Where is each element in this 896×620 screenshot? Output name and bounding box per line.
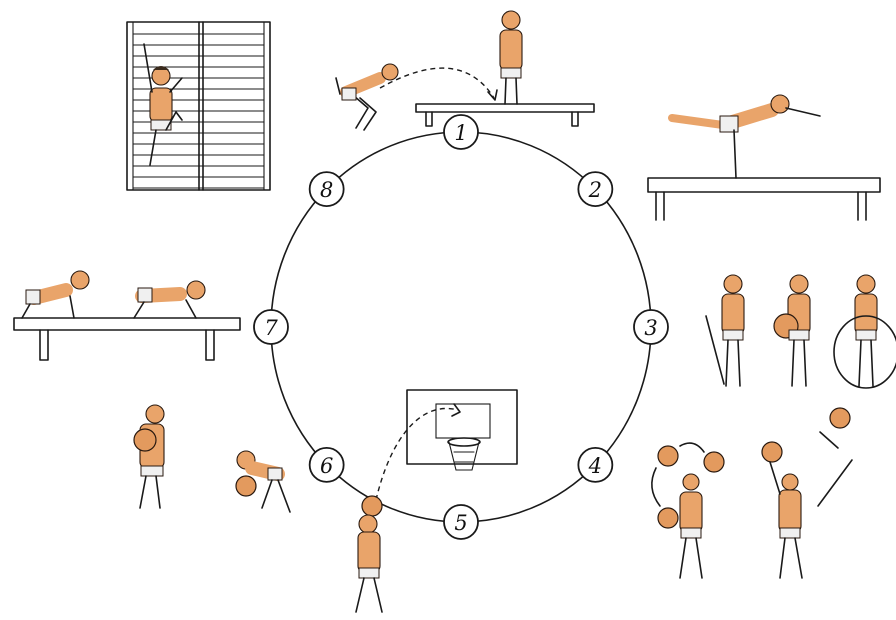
climber-figure (144, 44, 182, 165)
basketball-illustration (356, 390, 517, 612)
station-marker-7: 7 (254, 310, 288, 344)
station-number-label: 2 (588, 178, 602, 202)
station-marker-1: 1 (444, 115, 478, 149)
crawl-bench-illustration (14, 271, 240, 360)
station-marker-8: 8 (310, 172, 344, 206)
station-number-label: 3 (644, 316, 657, 340)
station-number-label: 5 (454, 511, 467, 535)
station-marker-5: 5 (444, 505, 478, 539)
wall-bars-illustration (127, 22, 270, 190)
station-number-label: 4 (588, 454, 602, 478)
dribbling-illustration (134, 405, 290, 512)
station-number-label: 7 (264, 316, 278, 340)
station-marker-6: 6 (310, 448, 344, 482)
station-markers: 1 2 3 4 5 6 7 8 (254, 115, 668, 539)
station-number-label: 8 (320, 178, 333, 202)
station-number-label: 6 (320, 454, 333, 478)
station-number-label: 1 (454, 121, 467, 145)
equipment-figures-illustration (706, 275, 896, 388)
station-marker-3: 3 (634, 310, 668, 344)
station-marker-2: 2 (578, 172, 612, 206)
station-marker-4: 4 (578, 448, 612, 482)
balance-beam-illustration (648, 95, 880, 220)
ball-toss-illustration (652, 408, 852, 578)
jump-bench-illustration (336, 11, 594, 130)
